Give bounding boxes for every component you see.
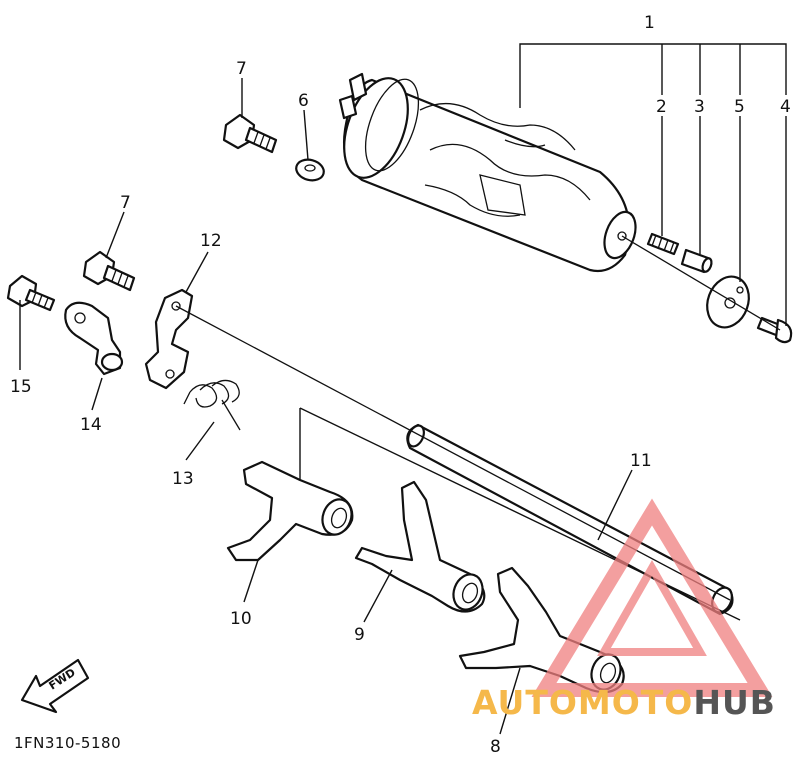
callout-9: 9 <box>354 625 365 645</box>
callout-1: 1 <box>644 13 655 33</box>
bolt-middle <box>82 250 136 292</box>
callout-14: 14 <box>80 415 102 435</box>
callout-labels: 1 2 3 5 4 7 6 7 12 15 14 13 11 10 9 8 <box>10 13 791 757</box>
leader-lines <box>19 43 787 735</box>
callout-7-upper: 7 <box>236 59 247 79</box>
callout-12: 12 <box>200 231 222 251</box>
callout-8: 8 <box>490 737 501 757</box>
shift-fork-10 <box>226 460 354 562</box>
watermark-part2: HUB <box>693 683 776 722</box>
callout-10: 10 <box>230 609 252 629</box>
shift-drum <box>338 72 637 273</box>
watermark-part1: AUTOMOTO <box>472 683 693 722</box>
callout-5: 5 <box>734 97 745 117</box>
diagram-code: 1FN310-5180 <box>14 734 121 752</box>
callout-4: 4 <box>780 97 791 117</box>
callout-11: 11 <box>630 451 652 471</box>
callout-6: 6 <box>298 91 309 111</box>
callout-7-lower: 7 <box>120 193 131 213</box>
washer <box>295 158 325 182</box>
callout-3: 3 <box>694 97 705 117</box>
shift-fork-9 <box>354 480 486 613</box>
fwd-arrow: FWD <box>20 658 90 714</box>
bolt-left <box>6 274 56 312</box>
pin <box>680 248 713 274</box>
spring <box>646 232 680 256</box>
stopper-lever <box>64 301 124 376</box>
callout-13: 13 <box>172 469 194 489</box>
watermark-text: AUTOMOTOHUB <box>472 683 776 722</box>
bolt-upper <box>222 113 278 154</box>
callout-2: 2 <box>656 97 667 117</box>
plate <box>706 275 750 329</box>
watermark-logo <box>531 498 773 697</box>
torsion-spring <box>183 379 241 431</box>
callout-15: 15 <box>10 377 32 397</box>
shift-lever-bracket <box>144 288 194 390</box>
